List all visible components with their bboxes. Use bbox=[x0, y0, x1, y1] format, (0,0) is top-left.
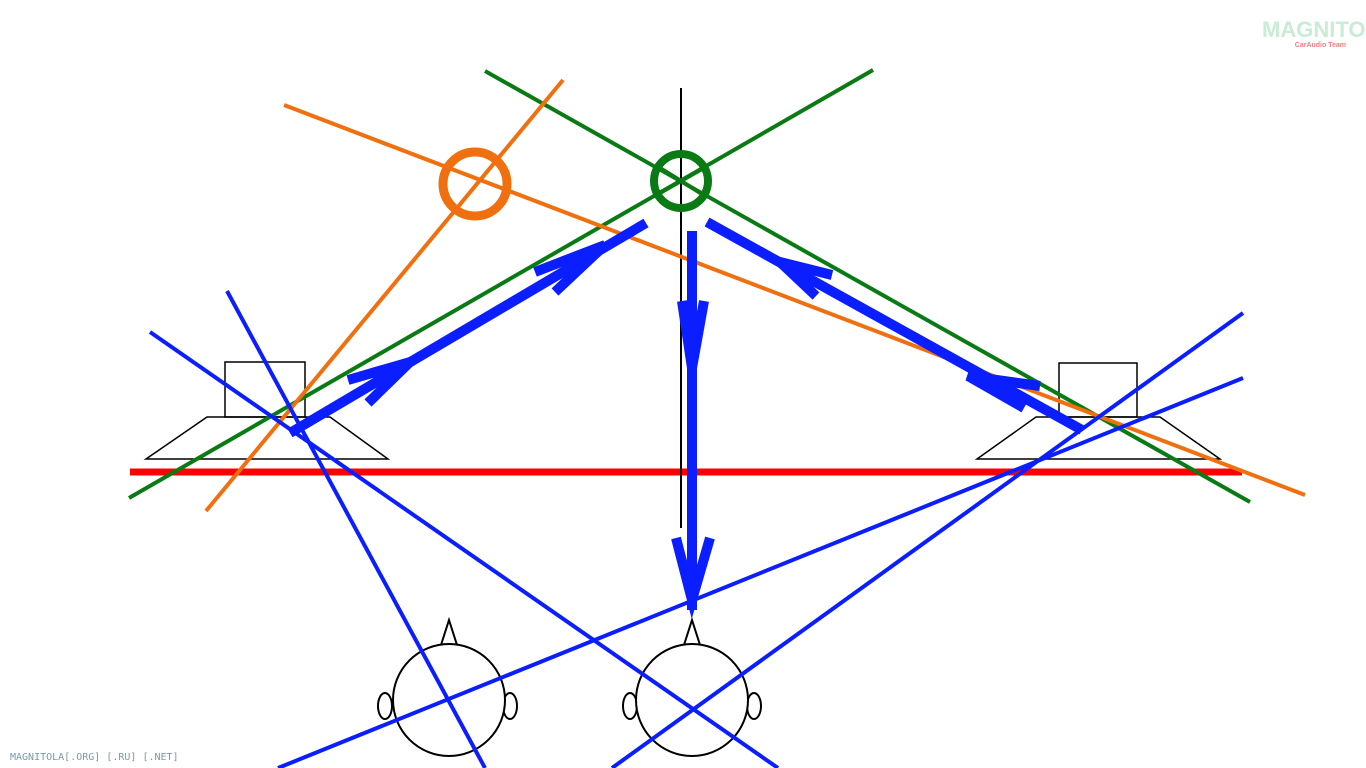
blue-line-3 bbox=[277, 376, 1244, 768]
logo-main-text: MAGNITOLA bbox=[1262, 17, 1366, 42]
blue-arrow-center-down bbox=[671, 231, 715, 619]
right-listener-head-icon bbox=[622, 616, 762, 757]
blue-line-1 bbox=[225, 290, 487, 768]
green-line-right bbox=[484, 69, 1251, 504]
blue-arrow-right-to-center bbox=[704, 217, 1085, 435]
blue-arrow-left-to-center bbox=[287, 218, 649, 438]
blue-line-4 bbox=[610, 311, 1245, 768]
footer-watermark: MAGNITOLA[.ORG] [.RU] [.NET] bbox=[10, 752, 179, 763]
green-line-left bbox=[128, 68, 874, 500]
orange-line-steep bbox=[204, 78, 565, 513]
green-circle-marker bbox=[650, 150, 712, 212]
magnitola-logo: MAGNITOLA CarAudio Team bbox=[1262, 17, 1366, 50]
logo-sub-text: CarAudio Team bbox=[1294, 42, 1346, 49]
left-listener-head-icon bbox=[377, 616, 518, 757]
orange-circle-marker bbox=[438, 147, 512, 221]
orange-line-shallow bbox=[283, 103, 1306, 497]
green-circle-cross-b bbox=[659, 167, 703, 195]
blue-line-2 bbox=[148, 330, 780, 768]
